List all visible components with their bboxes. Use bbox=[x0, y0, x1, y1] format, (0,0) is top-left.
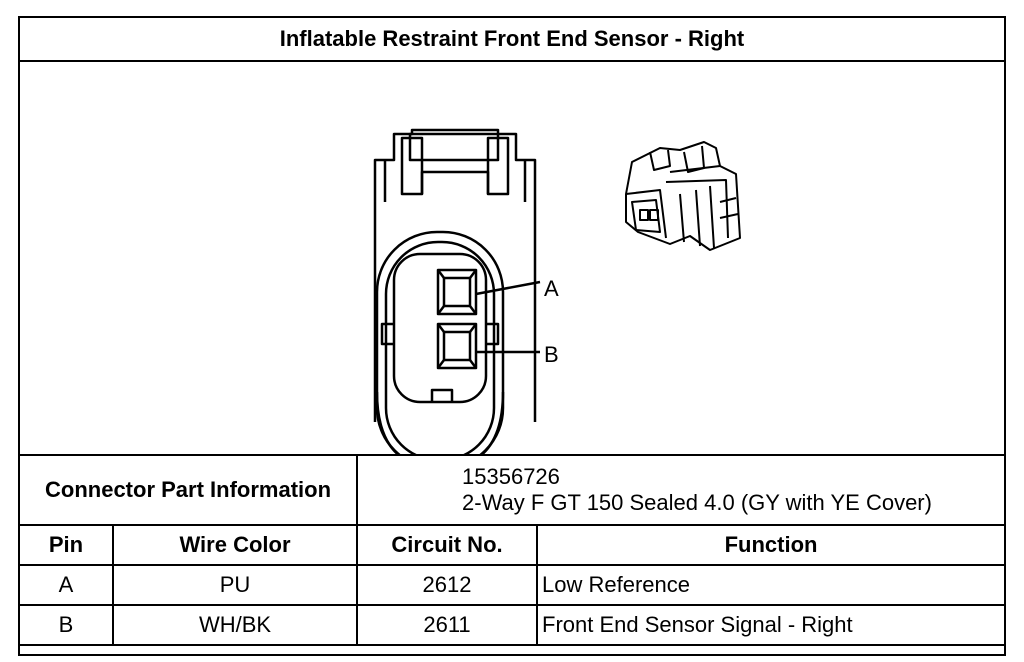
connector-drawing-svg: A B bbox=[373, 128, 741, 454]
connector-isometric-view bbox=[625, 141, 741, 251]
part-number: 15356726 bbox=[462, 464, 560, 489]
connector-part-info-label: Connector Part Information bbox=[20, 454, 359, 526]
pin-cell: A bbox=[20, 564, 114, 606]
header-pin: Pin bbox=[20, 524, 114, 566]
circuit-cell: 2612 bbox=[356, 564, 539, 606]
header-circuit-no: Circuit No. bbox=[356, 524, 539, 566]
connector-part-info-row: Connector Part Information 15356726 2-Wa… bbox=[20, 454, 1005, 526]
connector-diagram: A B bbox=[20, 62, 1004, 454]
pin-label-a: A bbox=[544, 276, 559, 301]
pin-cavity-b bbox=[436, 322, 478, 370]
part-description: 2-Way F GT 150 Sealed 4.0 (GY with YE Co… bbox=[462, 490, 932, 515]
pin-label-b: B bbox=[544, 342, 559, 367]
table-row: B WH/BK 2611 Front End Sensor Signal - R… bbox=[20, 604, 1005, 646]
table-header-row: Pin Wire Color Circuit No. Function bbox=[20, 524, 1005, 566]
table-row: A PU 2612 Low Reference bbox=[20, 564, 1005, 606]
header-wire-color: Wire Color bbox=[111, 524, 359, 566]
pinout-table: Connector Part Information 15356726 2-Wa… bbox=[20, 454, 1005, 646]
circuit-cell: 2611 bbox=[356, 604, 539, 646]
function-cell: Low Reference bbox=[536, 564, 1005, 606]
pin-cell: B bbox=[20, 604, 114, 646]
pin-cavity-a bbox=[436, 268, 478, 316]
wire-color-cell: WH/BK bbox=[111, 604, 359, 646]
wire-color-cell: PU bbox=[111, 564, 359, 606]
connector-end-view-sheet: Inflatable Restraint Front End Sensor - … bbox=[18, 16, 1006, 656]
leader-line-a bbox=[475, 280, 541, 296]
function-cell: Front End Sensor Signal - Right bbox=[536, 604, 1005, 646]
page-title: Inflatable Restraint Front End Sensor - … bbox=[20, 18, 1004, 62]
header-function: Function bbox=[536, 524, 1005, 566]
connector-part-info-value: 15356726 2-Way F GT 150 Sealed 4.0 (GY w… bbox=[356, 454, 1005, 526]
connector-face bbox=[373, 128, 537, 454]
